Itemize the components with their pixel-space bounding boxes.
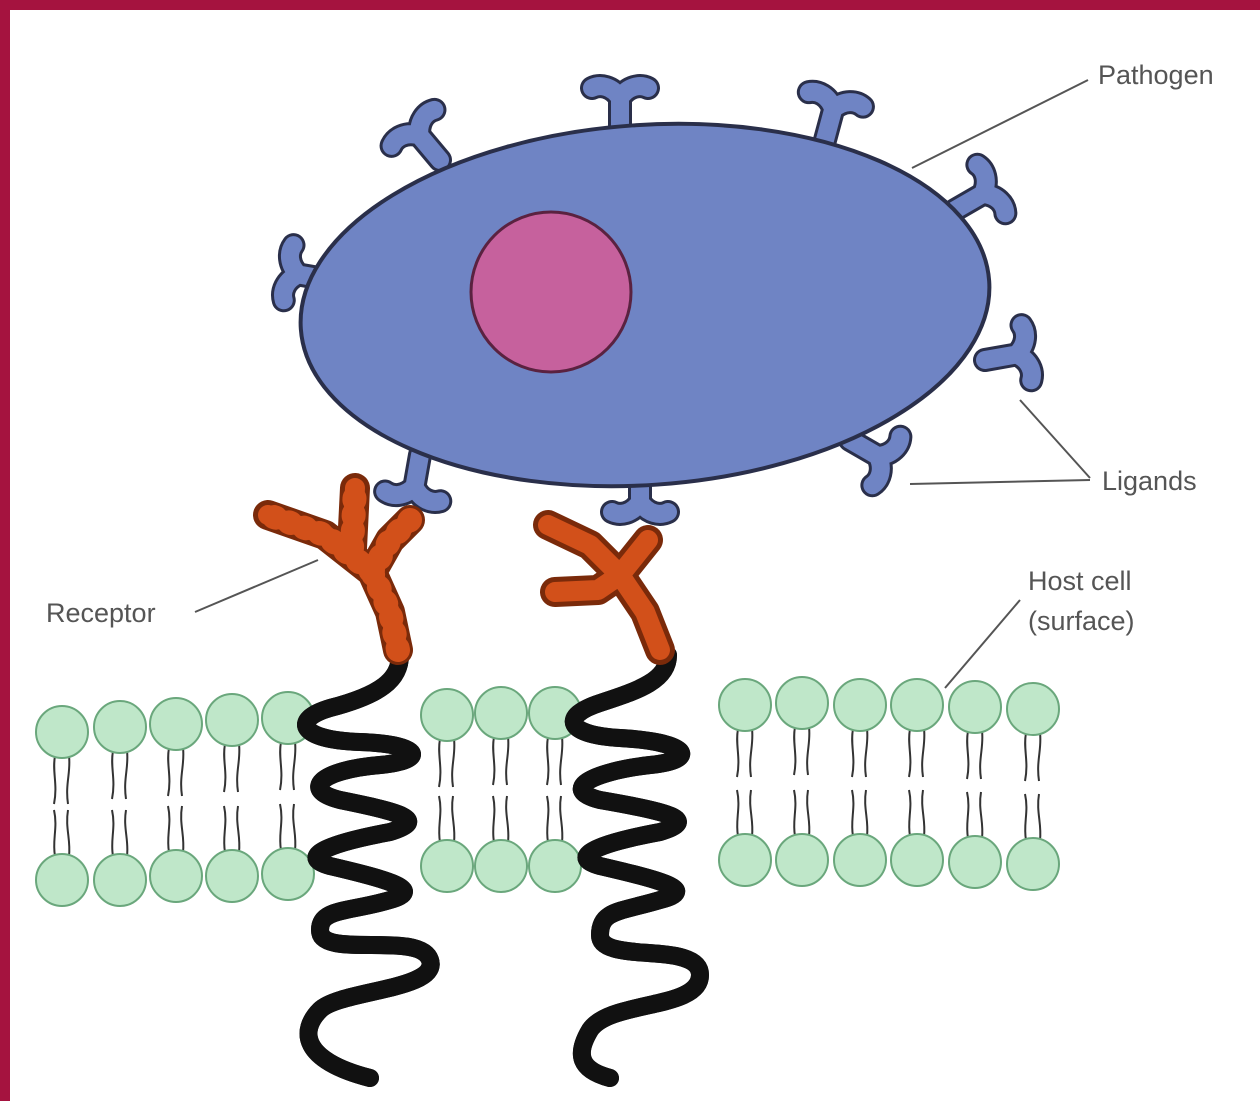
pathogen bbox=[282, 86, 1033, 514]
transmembrane-helix-right bbox=[574, 655, 700, 1078]
host-cell-surface-label: (surface) bbox=[1028, 606, 1135, 636]
pathogen-label: Pathogen bbox=[1098, 60, 1214, 90]
membrane-bottom-leaflet bbox=[36, 790, 1059, 906]
ligands-label: Ligands bbox=[1102, 466, 1197, 496]
host-cell-membrane bbox=[36, 677, 1059, 906]
receptor-label: Receptor bbox=[46, 598, 156, 628]
ligands-leader-lower bbox=[910, 480, 1090, 484]
receptor-left bbox=[268, 488, 410, 650]
host-cell-leader bbox=[945, 600, 1020, 688]
pathogen-nucleus bbox=[471, 212, 631, 372]
receptor-right bbox=[548, 525, 660, 650]
pathogen-leader bbox=[912, 80, 1088, 168]
receptor-leader bbox=[195, 560, 318, 612]
transmembrane-helix-left bbox=[306, 655, 431, 1078]
ligands-leader-upper bbox=[1020, 400, 1090, 478]
membrane-top-leaflet bbox=[36, 677, 1059, 804]
host-cell-label: Host cell bbox=[1028, 566, 1132, 596]
